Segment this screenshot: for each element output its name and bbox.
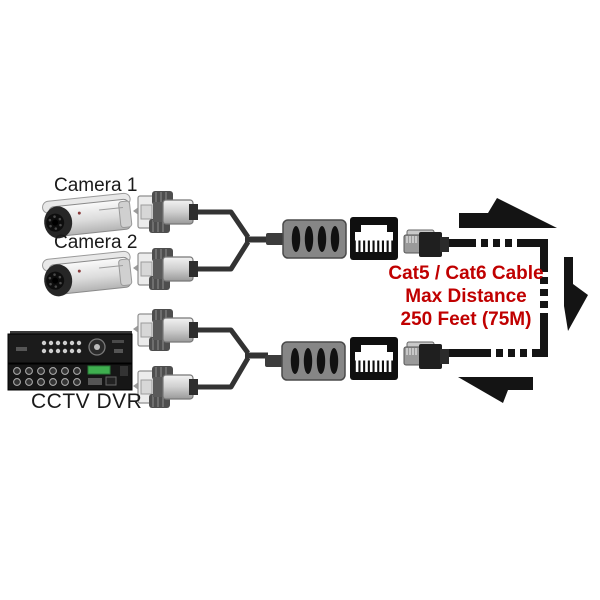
camera-2-label: Camera 2	[54, 232, 138, 253]
arrow-down-icon	[564, 257, 588, 331]
camera-2-bullet-camera-icon	[42, 250, 133, 297]
camera-1-label: Camera 1	[54, 175, 138, 196]
bnc-y-cable-top	[197, 209, 268, 272]
dvr-unit-icon	[7, 331, 133, 391]
cable-note-line-2: Max Distance	[405, 286, 527, 307]
cable-note-line-3: 250 Feet (75M)	[400, 309, 532, 330]
rj45-jack-icon	[350, 217, 398, 260]
bnc-y-cable-bottom	[197, 327, 268, 390]
dashed-cat5-cable-line	[446, 239, 548, 357]
video-balun-icon	[264, 341, 346, 381]
cable-distance-note: Cat5 / Cat6 Cable Max Distance 250 Feet …	[384, 262, 548, 331]
bnc-connector-icon	[132, 308, 199, 352]
rj45-plug-icon	[403, 229, 450, 258]
bnc-connector-icon	[132, 247, 199, 291]
bnc-connector-icon	[132, 190, 199, 234]
camera-1-bullet-camera-icon	[42, 192, 133, 239]
rj45-jack-icon	[350, 337, 398, 380]
cable-note-line-1: Cat5 / Cat6 Cable	[388, 263, 544, 284]
arrow-left-icon	[458, 377, 533, 403]
video-balun-icon	[265, 219, 347, 259]
bnc-connector-icon	[132, 365, 199, 409]
dvr-label: CCTV DVR	[31, 390, 143, 413]
arrow-right-icon	[459, 198, 557, 228]
rj45-plug-icon	[403, 341, 450, 370]
